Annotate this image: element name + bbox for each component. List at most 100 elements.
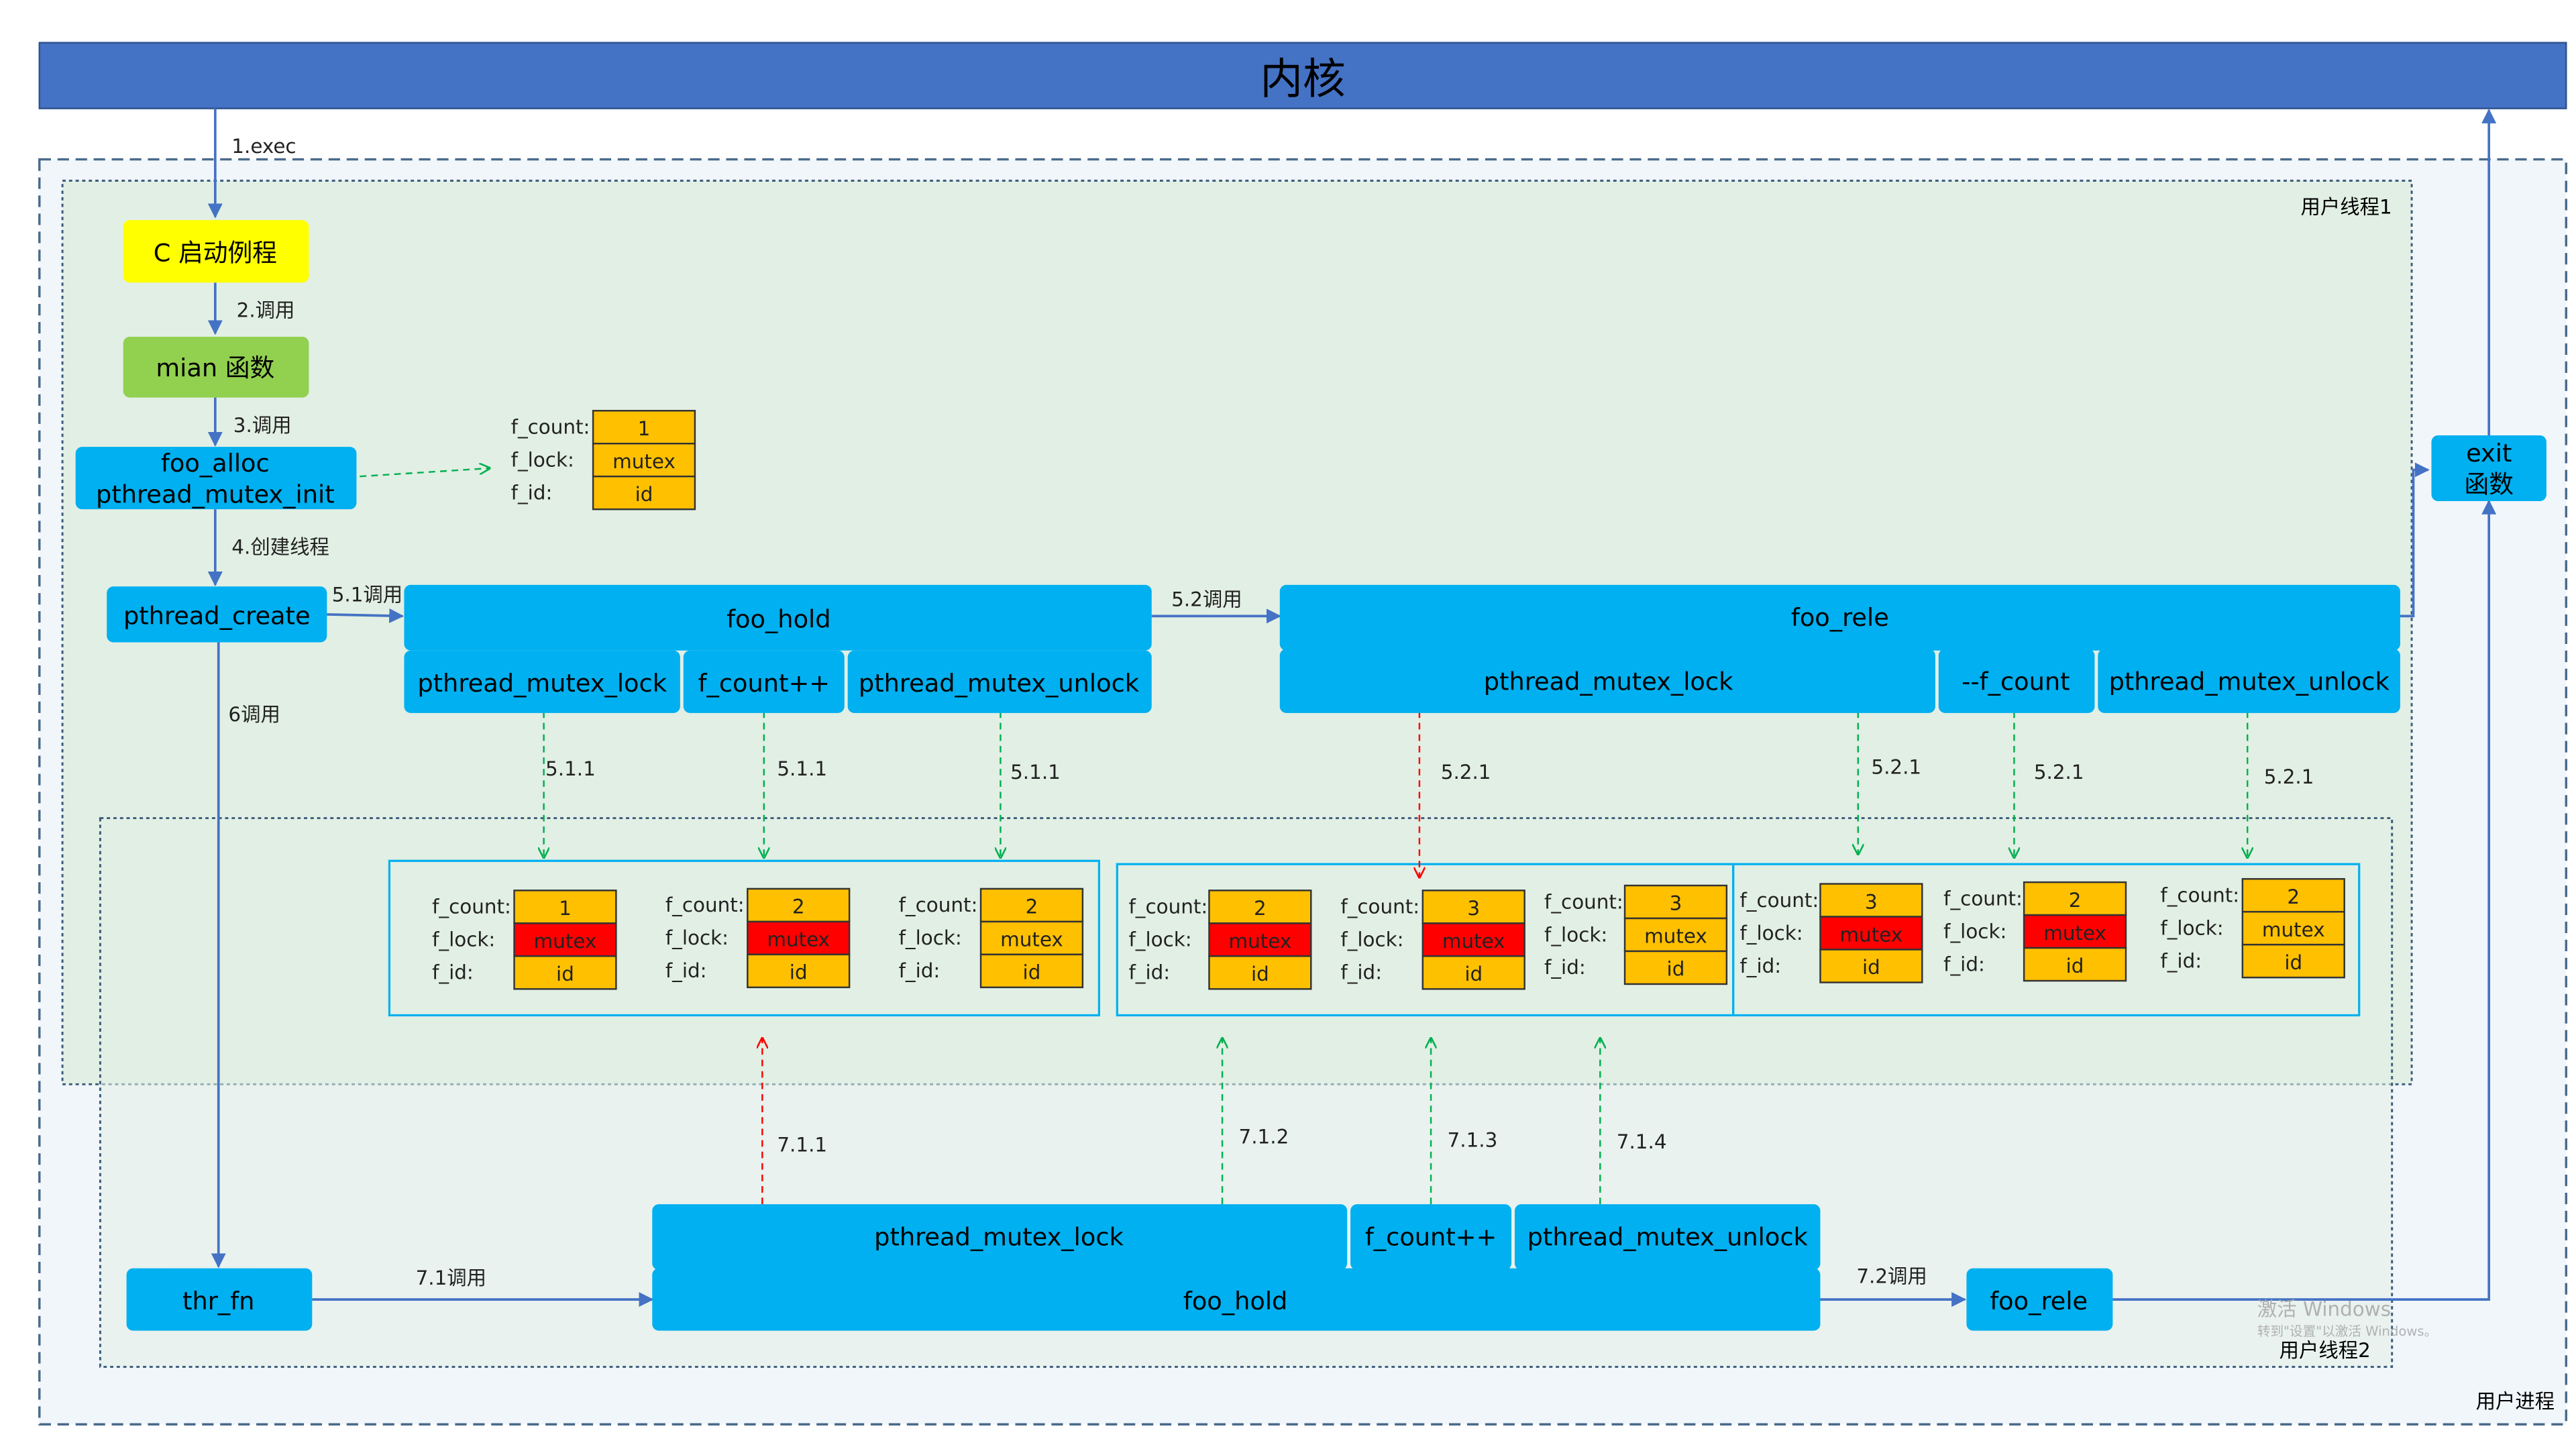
label-create-thread: 4.创建线程 <box>231 535 329 558</box>
label-7-1-1: 7.1.1 <box>777 1134 827 1157</box>
struct-frame-1 <box>388 859 1100 1017</box>
struct-field-label-count: f_count: <box>1128 896 1208 918</box>
struct-cell-text-count: 2 <box>2287 885 2300 908</box>
struct-field-label-lock: f_lock: <box>511 449 574 472</box>
label-5-1-1-b: 5.1.1 <box>777 757 827 780</box>
struct-cell-id <box>979 953 1084 989</box>
struct-cell-lock <box>2023 914 2127 949</box>
label-call-2: 2.调用 <box>237 299 295 322</box>
struct-cell-text-count: 2 <box>2069 889 2082 912</box>
struct-cell-count <box>1623 884 1728 920</box>
label-call-7-1: 7.1调用 <box>416 1267 486 1289</box>
struct-cell-text-lock: mutex <box>2043 922 2106 945</box>
foo-rele-1-label: foo_rele <box>1791 603 1889 632</box>
struct-field-label-id: f_id: <box>899 959 941 982</box>
box-thr-fn: thr_fn <box>126 1268 313 1331</box>
windows-watermark: 激活 Windows 转到"设置"以激活 Windows。 <box>2257 1298 2437 1339</box>
struct-cell-text-lock: mutex <box>534 930 597 953</box>
foo-hold-1-inc: f_count++ <box>698 669 830 698</box>
struct-cell-text-id: id <box>2284 951 2302 974</box>
struct-cell-lock <box>747 920 851 956</box>
box-c-start: C 启动例程 <box>123 220 309 283</box>
box-main-fn: mian 函数 <box>123 337 309 398</box>
label-call-5-1: 5.1调用 <box>332 583 402 606</box>
watermark-line2: 转到"设置"以激活 Windows。 <box>2257 1324 2437 1339</box>
label-7-1-3: 7.1.3 <box>1448 1128 1498 1151</box>
struct-cell-lock <box>513 922 617 957</box>
struct-field-label-id: f_id: <box>1739 955 1781 977</box>
struct-cell-text-count: 2 <box>1254 897 1267 920</box>
struct-cell-lock <box>2241 910 2345 946</box>
box-pthread-create: pthread_create <box>107 586 327 643</box>
struct-cell-count <box>1208 890 1312 924</box>
struct-cell-text-id: id <box>1023 961 1041 984</box>
struct-cell-id <box>2241 943 2345 979</box>
foo-rele-1-unlock: pthread_mutex_unlock <box>2109 667 2390 696</box>
label-exec: 1.exec <box>231 135 296 158</box>
foo-hold-2-label: foo_hold <box>1183 1287 1287 1316</box>
dashed-arrow-init <box>360 468 489 478</box>
struct-cell-text-count: 3 <box>1670 892 1682 915</box>
struct-cell-count <box>979 888 1084 923</box>
struct-field-label-count: f_count: <box>899 894 978 916</box>
struct-field-label-id: f_id: <box>1340 961 1382 984</box>
kernel-bar: 内核 <box>38 42 2567 109</box>
struct-cell-lock <box>592 443 696 478</box>
struct-cell-id <box>1819 949 1923 983</box>
struct-field-label-lock: f_lock: <box>665 926 729 949</box>
foo-rele-1-dec: --f_count <box>1962 667 2070 696</box>
struct-cell-id <box>592 475 696 511</box>
struct-cell-id <box>1421 955 1525 990</box>
region-thread1-label: 用户线程1 <box>2301 195 2392 218</box>
box-exit: exit 函数 <box>2431 435 2546 501</box>
struct-cell-lock <box>1623 917 1728 953</box>
struct-field-label-id: f_id: <box>2160 949 2202 972</box>
struct-cell-id <box>2023 947 2127 982</box>
struct-field-label-lock: f_lock: <box>1340 928 1403 951</box>
struct-field-label-lock: f_lock: <box>1739 922 1803 945</box>
struct-field-label-id: f_id: <box>511 481 553 504</box>
foo-hold-1-unlock: pthread_mutex_unlock <box>859 669 1140 698</box>
struct-field-label-lock: f_lock: <box>1128 928 1191 951</box>
struct-cell-count <box>2241 877 2345 913</box>
box-foo-alloc-line2: pthread_mutex_init <box>96 480 335 508</box>
struct-field-label-count: f_count: <box>1739 889 1819 912</box>
box-pthread-create-label: pthread_create <box>123 602 311 631</box>
box-c-start-label: C 启动例程 <box>154 238 277 267</box>
struct-cell-text-lock: mutex <box>612 450 676 473</box>
box-foo-rele-2-label: foo_rele <box>1990 1287 2088 1316</box>
struct-cell-text-count: 2 <box>1026 896 1038 918</box>
box-foo-rele-2: foo_rele <box>1966 1268 2113 1331</box>
foo-hold-2-unlock: pthread_mutex_unlock <box>1527 1222 1809 1251</box>
struct-field-label-count: f_count: <box>1544 890 1623 913</box>
struct-field-label-id: f_id: <box>665 959 707 982</box>
struct-frame-3 <box>1732 863 2361 1017</box>
foo-hold-1-label: foo_hold <box>727 605 830 634</box>
struct-cell-count <box>1819 883 1923 918</box>
label-5-1-1-a: 5.1.1 <box>545 757 596 780</box>
arrow-call-5-1 <box>327 608 405 623</box>
struct-field-label-count: f_count: <box>432 896 511 918</box>
struct-cell-text-lock: mutex <box>1840 923 1903 946</box>
struct-cell-text-lock: mutex <box>1229 930 1292 953</box>
box-main-fn-label: mian 函数 <box>156 354 274 382</box>
thread1-foo-rele-group: foo_rele pthread_mutex_lock --f_count pt… <box>1279 584 2400 713</box>
struct-field-label-lock: f_lock: <box>899 926 962 949</box>
struct-cell-text-count: 3 <box>1865 890 1878 913</box>
box-thr-fn-label: thr_fn <box>182 1287 254 1316</box>
struct-field-label-count: f_count: <box>1340 896 1419 918</box>
struct-cell-text-count: 1 <box>559 897 572 920</box>
thread2-foo-hold-group: pthread_mutex_lock f_count++ pthread_mut… <box>652 1204 1821 1331</box>
struct-cell-text-id: id <box>1667 958 1685 981</box>
struct-cell-text-id: id <box>1464 963 1483 985</box>
arrow-rele-to-exit <box>2400 462 2430 618</box>
box-foo-alloc: foo_alloc pthread_mutex_init <box>75 447 357 510</box>
